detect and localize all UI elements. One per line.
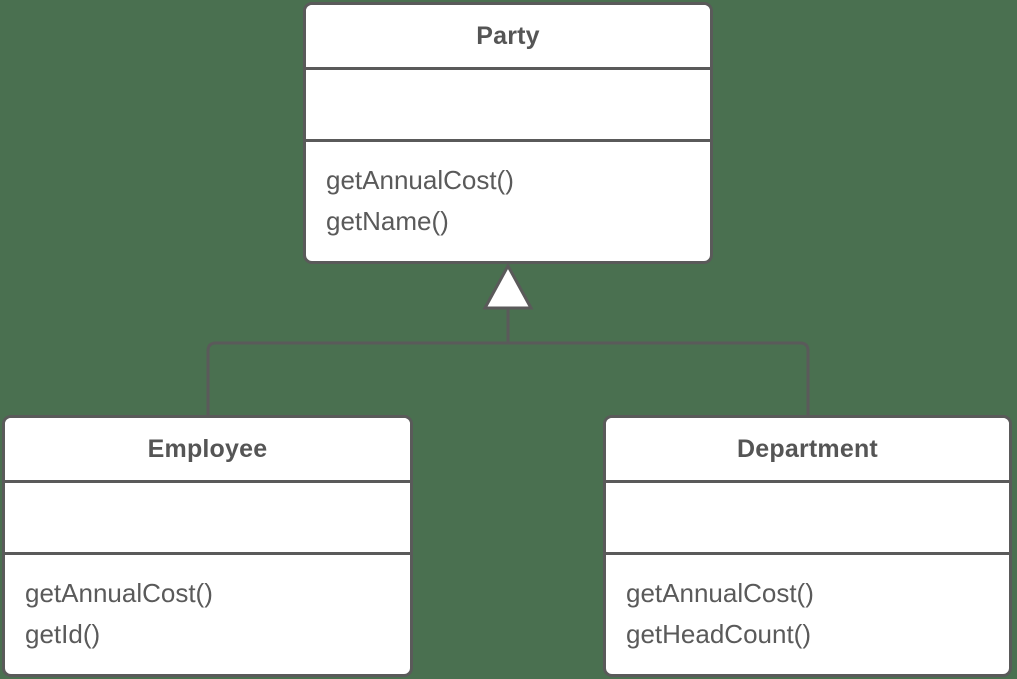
class-attributes-department xyxy=(606,483,1009,555)
operation-item: getId() xyxy=(25,619,101,649)
operation-item: getAnnualCost() xyxy=(25,578,213,608)
hollow-triangle-arrowhead-icon xyxy=(482,262,534,310)
class-attributes-employee xyxy=(5,483,410,555)
class-operations-party: getAnnualCost() getName() xyxy=(306,142,710,252)
class-box-party[interactable]: Party getAnnualCost() getName() xyxy=(303,2,713,264)
class-operations-employee: getAnnualCost() getId() xyxy=(5,555,410,665)
class-box-employee[interactable]: Employee getAnnualCost() getId() xyxy=(2,415,413,677)
operation-item: getAnnualCost() xyxy=(626,578,814,608)
operation-item: getAnnualCost() xyxy=(326,165,514,195)
class-box-department[interactable]: Department getAnnualCost() getHeadCount(… xyxy=(603,415,1012,677)
class-attributes-party xyxy=(306,70,710,142)
class-name-employee: Employee xyxy=(5,418,410,483)
class-name-department: Department xyxy=(606,418,1009,483)
class-name-party: Party xyxy=(306,5,710,70)
operation-item: getName() xyxy=(326,206,449,236)
class-operations-department: getAnnualCost() getHeadCount() xyxy=(606,555,1009,665)
generalization-branch-rail xyxy=(206,341,810,417)
operation-item: getHeadCount() xyxy=(626,619,811,649)
